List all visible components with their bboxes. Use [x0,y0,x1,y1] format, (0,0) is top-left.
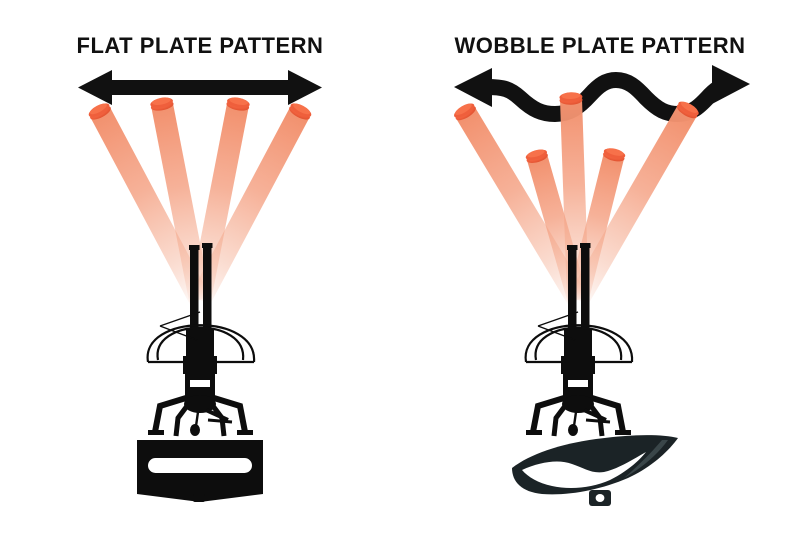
sprinkler-head [146,243,256,437]
wavy-arrow-svg [454,65,750,123]
wavy-double-arrow [400,62,800,124]
panel-title-flat-plate: FLAT PLATE PATTERN [76,33,324,58]
straight-arrow-svg [78,70,322,105]
straight-double-arrow [0,62,400,124]
sprinkler-head [524,243,634,437]
panel-flat-plate: FLAT PLATE PATTERN [0,33,400,502]
flat-plate [137,440,263,502]
panel-title-wobble-plate: WOBBLE PLATE PATTERN [454,33,746,58]
panel-wobble-plate: WOBBLE PLATE PATTERN [400,0,800,550]
wobble-plate [512,435,678,506]
